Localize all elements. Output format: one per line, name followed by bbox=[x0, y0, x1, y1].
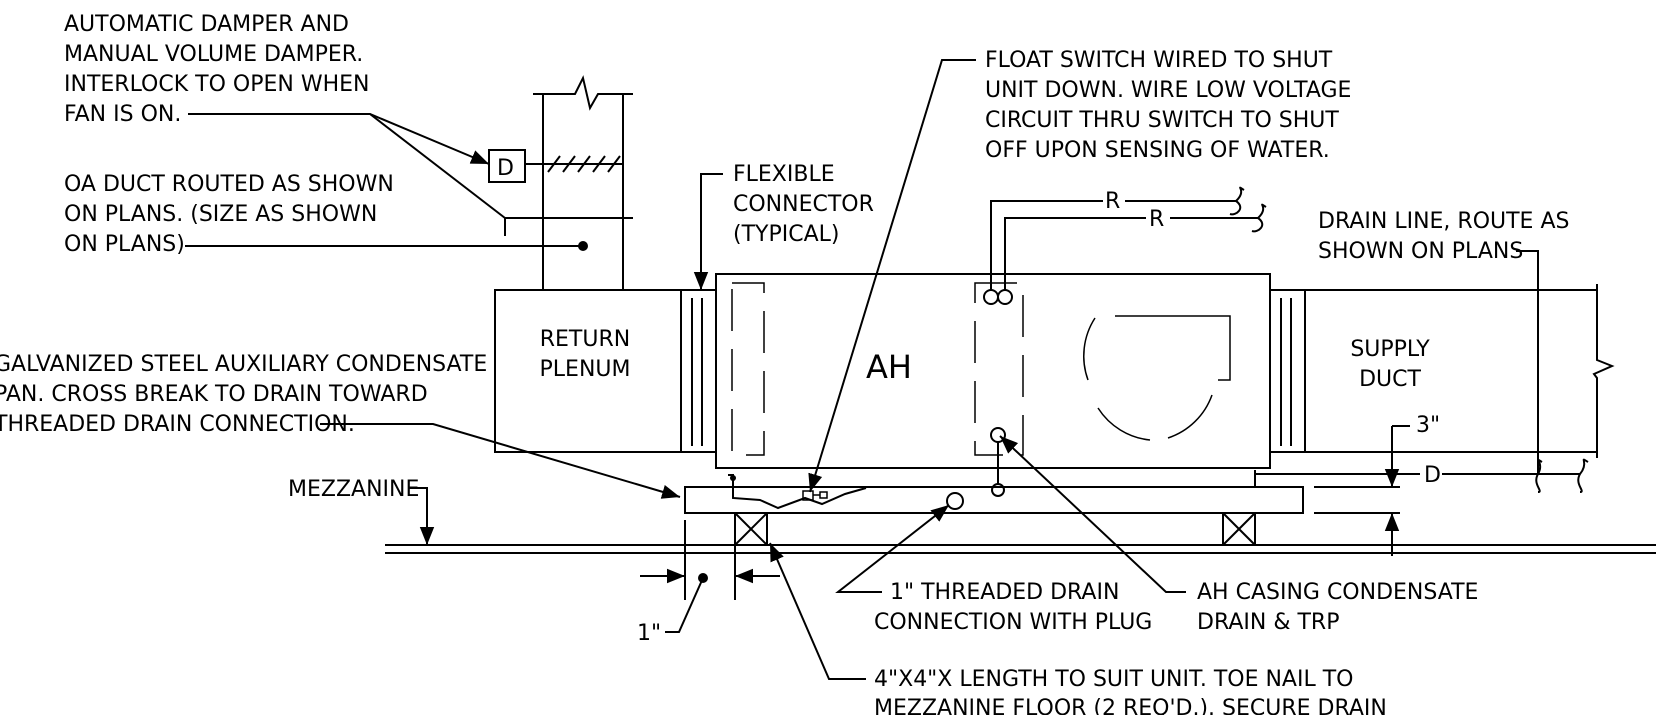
svg-text:UNIT DOWN. WIRE LOW VOLTAGE: UNIT DOWN. WIRE LOW VOLTAGE bbox=[985, 78, 1351, 103]
svg-text:GALVANIZED STEEL AUXILIARY CON: GALVANIZED STEEL AUXILIARY CONDENSATE bbox=[0, 352, 487, 377]
oa-duct bbox=[504, 75, 633, 290]
supply-duct: SUPPLY DUCT bbox=[1305, 284, 1615, 458]
air-handler: AH bbox=[715, 273, 1271, 469]
svg-text:CONNECTION WITH PLUG: CONNECTION WITH PLUG bbox=[874, 610, 1152, 635]
svg-text:1" THREADED DRAIN: 1" THREADED DRAIN bbox=[890, 580, 1119, 605]
refrigerant-lines: R R bbox=[990, 186, 1267, 290]
note-float-switch: FLOAT SWITCH WIRED TO SHUT UNIT DOWN. WI… bbox=[808, 48, 1351, 493]
svg-text:DRAIN & TRP: DRAIN & TRP bbox=[1197, 610, 1339, 635]
return-plenum-label: RETURN bbox=[540, 327, 630, 352]
dim-1in-label: 1" bbox=[637, 621, 661, 646]
svg-text:CONNECTOR: CONNECTOR bbox=[733, 192, 874, 217]
svg-text:ON PLANS. (SIZE AS SHOWN: ON PLANS. (SIZE AS SHOWN bbox=[64, 202, 377, 227]
note-drain-line: DRAIN LINE, ROUTE AS SHOWN ON PLANS bbox=[1318, 209, 1569, 474]
svg-text:OFF UPON SENSING OF WATER.: OFF UPON SENSING OF WATER. bbox=[985, 138, 1330, 163]
svg-text:DRAIN LINE, ROUTE AS: DRAIN LINE, ROUTE AS bbox=[1318, 209, 1569, 234]
svg-text:AH CASING CONDENSATE: AH CASING CONDENSATE bbox=[1197, 580, 1478, 605]
dim-3in: 3" bbox=[1384, 413, 1440, 556]
note-casing-drain: AH CASING CONDENSATE DRAIN & TRP bbox=[999, 435, 1478, 635]
note-threaded-drain: 1" THREADED DRAIN CONNECTION WITH PLUG bbox=[835, 504, 1152, 635]
dim-1in: 1" bbox=[637, 520, 780, 646]
mezzanine-floor bbox=[385, 544, 1656, 554]
return-plenum-label-line2: PLENUM bbox=[540, 357, 631, 382]
svg-text:INTERLOCK TO OPEN WHEN: INTERLOCK TO OPEN WHEN bbox=[64, 72, 369, 97]
svg-text:FLEXIBLE: FLEXIBLE bbox=[733, 162, 835, 187]
note-aux-pan: GALVANIZED STEEL AUXILIARY CONDENSATE PA… bbox=[0, 352, 681, 499]
svg-text:CIRCUIT THRU SWITCH TO SHUT: CIRCUIT THRU SWITCH TO SHUT bbox=[985, 108, 1339, 133]
refrigerant-label-2: R bbox=[1149, 207, 1164, 232]
support-blocks bbox=[734, 512, 1256, 546]
dim-3in-label: 3" bbox=[1416, 413, 1440, 438]
svg-text:FLOAT SWITCH WIRED TO SHUT: FLOAT SWITCH WIRED TO SHUT bbox=[985, 48, 1333, 73]
note-support: 4"X4"X LENGTH TO SUIT UNIT. TOE NAIL TO … bbox=[769, 542, 1387, 715]
drain-line-d-label: D bbox=[1424, 463, 1441, 488]
aux-drain-pan bbox=[684, 442, 1304, 514]
flex-connector-left bbox=[680, 289, 717, 453]
svg-text:4"X4"X LENGTH TO SUIT UNIT. TO: 4"X4"X LENGTH TO SUIT UNIT. TOE NAIL TO bbox=[874, 667, 1353, 692]
svg-text:PAN. CROSS BREAK TO DRAIN TOWA: PAN. CROSS BREAK TO DRAIN TOWARD bbox=[0, 382, 428, 407]
air-handler-label: AH bbox=[866, 348, 912, 386]
svg-text:OA DUCT ROUTED AS SHOWN: OA DUCT ROUTED AS SHOWN bbox=[64, 172, 394, 197]
note-mezzanine: MEZZANINE bbox=[288, 477, 435, 545]
svg-text:FAN IS ON.: FAN IS ON. bbox=[64, 102, 181, 127]
note-oa-duct: OA DUCT ROUTED AS SHOWN ON PLANS. (SIZE … bbox=[64, 172, 583, 257]
svg-text:(TYPICAL): (TYPICAL) bbox=[733, 222, 839, 247]
svg-text:SHOWN ON PLANS: SHOWN ON PLANS bbox=[1318, 239, 1523, 264]
svg-text:AUTOMATIC DAMPER AND: AUTOMATIC DAMPER AND bbox=[64, 12, 349, 37]
supply-duct-label-line2: DUCT bbox=[1359, 367, 1421, 392]
svg-text:THREADED DRAIN CONNECTION.: THREADED DRAIN CONNECTION. bbox=[0, 412, 355, 437]
damper-symbol: D bbox=[488, 149, 623, 183]
svg-text:ON PLANS): ON PLANS) bbox=[64, 232, 185, 257]
refrigerant-label-1: R bbox=[1105, 189, 1120, 214]
note-flexible: FLEXIBLE CONNECTOR (TYPICAL) bbox=[693, 162, 874, 290]
svg-text:MEZZANINE: MEZZANINE bbox=[288, 477, 419, 502]
flex-connector-right bbox=[1269, 289, 1306, 453]
damper-symbol-label: D bbox=[497, 156, 514, 181]
svg-text:MEZZANINE FLOOR (2 REQ'D.). SE: MEZZANINE FLOOR (2 REQ'D.). SECURE DRAIN bbox=[874, 696, 1387, 715]
note-damper: AUTOMATIC DAMPER AND MANUAL VOLUME DAMPE… bbox=[64, 12, 506, 219]
return-plenum: RETURN PLENUM bbox=[494, 289, 682, 453]
svg-text:MANUAL VOLUME DAMPER.: MANUAL VOLUME DAMPER. bbox=[64, 42, 363, 67]
supply-duct-label: SUPPLY bbox=[1350, 337, 1430, 362]
